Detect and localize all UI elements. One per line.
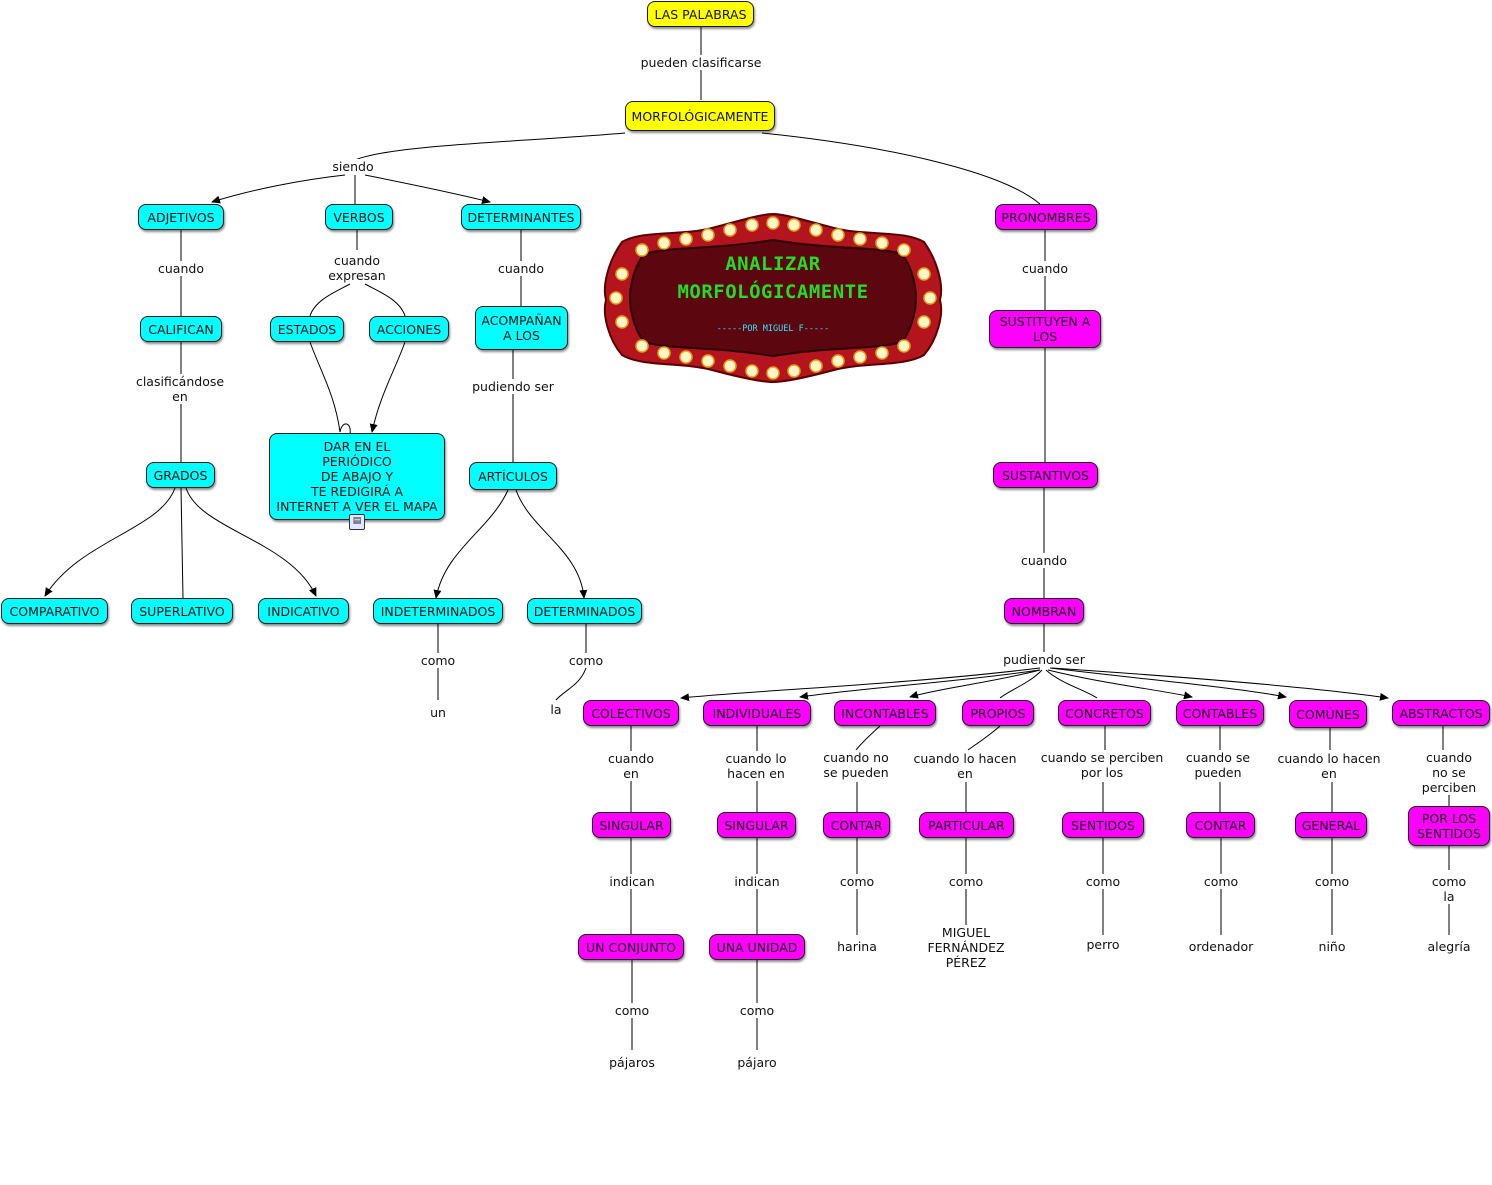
node-indeterminados[interactable]: INDETERMINADOS	[373, 598, 503, 624]
label-cuando-pronombres: cuando	[1021, 261, 1069, 276]
node-determinantes[interactable]: DETERMINANTES	[461, 204, 581, 230]
node-califican[interactable]: CALIFICAN	[140, 316, 222, 342]
node-dar-en-el-periodico[interactable]: DAR EN EL PERIÓDICO DE ABAJO Y TE REDIGI…	[269, 433, 445, 520]
label-cuando-no-se-perciben: cuando no se perciben	[1420, 750, 1478, 795]
node-morfologicamente[interactable]: MORFOLÓGICAMENTE	[625, 101, 775, 131]
label-como-la: como la	[1427, 874, 1471, 904]
label-indican-individuales: indican	[733, 874, 781, 889]
label-como-un-conjunto: como	[613, 1003, 651, 1018]
node-verbos[interactable]: VERBOS	[325, 204, 393, 230]
document-icon[interactable]: ▤	[349, 514, 365, 530]
node-un-conjunto[interactable]: UN CONJUNTO	[578, 934, 684, 960]
node-sustantivos[interactable]: SUSTANTIVOS	[993, 462, 1098, 488]
node-general[interactable]: GENERAL	[1295, 812, 1367, 838]
label-cuando-no-se-pueden: cuando no se pueden	[822, 750, 890, 780]
node-acciones[interactable]: ACCIONES	[369, 316, 449, 342]
label-pajaros: pájaros	[608, 1055, 656, 1070]
label-como-incontables: como	[838, 874, 876, 889]
label-como-concretos: como	[1084, 874, 1122, 889]
node-individuales[interactable]: INDIVIDUALES	[703, 700, 811, 726]
banner-subtitle: -----POR MIGUEL F-----	[716, 324, 830, 334]
label-como-indeterminados: como	[419, 653, 457, 668]
label-cuando-lo-hacen-en-propios: cuando lo hacen en	[912, 751, 1018, 781]
node-abstractos[interactable]: ABSTRACTOS	[1392, 700, 1490, 726]
label-pudiendo-ser-articulos: pudiendo ser	[471, 379, 555, 394]
node-particular[interactable]: PARTICULAR	[919, 812, 1014, 838]
node-indicativo[interactable]: INDICATIVO	[258, 598, 349, 624]
label-un: un	[429, 705, 447, 720]
label-miguel-fernandez-perez: MIGUEL FERNÁNDEZ PÉREZ	[926, 925, 1006, 970]
node-incontables[interactable]: INCONTABLES	[834, 700, 936, 726]
label-indican-colectivos: indican	[608, 874, 656, 889]
label-cuando-adjetivos: cuando	[157, 261, 205, 276]
node-singular-individuales[interactable]: SINGULAR	[717, 812, 796, 838]
node-comunes[interactable]: COMÚNES	[1289, 700, 1367, 728]
node-nombran[interactable]: NOMBRAN	[1004, 598, 1084, 624]
node-contables[interactable]: CONTABLES	[1176, 700, 1264, 726]
label-pudiendo-ser-nombran: pudiendo ser	[1002, 652, 1086, 667]
node-comparativo[interactable]: COMPARATIVO	[1, 598, 108, 624]
label-la: la	[549, 702, 563, 717]
label-cuando-se-perciben: cuando se perciben por los	[1039, 750, 1165, 780]
node-concretos[interactable]: CONCRETOS	[1058, 700, 1151, 726]
label-nino: niño	[1317, 939, 1347, 954]
node-una-unidad[interactable]: UNA UNIDAD	[709, 934, 805, 960]
node-colectivos[interactable]: COLECTIVOS	[583, 700, 679, 726]
node-estados[interactable]: ESTADOS	[270, 316, 344, 342]
label-como-comunes: como	[1313, 874, 1351, 889]
label-cuando-lo-hacen-en-comunes: cuando lo hacen en	[1276, 751, 1382, 781]
node-acompanan-a-los[interactable]: ACOMPAÑAN A LOS	[475, 306, 568, 350]
label-alegria: alegría	[1426, 939, 1472, 954]
label-cuando-en: cuando en	[607, 751, 655, 781]
node-determinados[interactable]: DETERMINADOS	[527, 598, 642, 624]
node-pronombres[interactable]: PRONOMBRES	[995, 204, 1097, 230]
node-sustituyen-a-los[interactable]: SUSTITUYEN A LOS	[989, 310, 1101, 348]
label-cuando-expresan: cuando expresan	[327, 253, 387, 283]
node-superlativo[interactable]: SUPERLATIVO	[131, 598, 233, 624]
node-propios[interactable]: PROPIOS	[962, 700, 1034, 726]
label-harina: harina	[836, 939, 878, 954]
node-sentidos[interactable]: SENTIDOS	[1062, 812, 1144, 838]
label-pajaro: pájaro	[736, 1055, 778, 1070]
node-por-los-sentidos[interactable]: POR LOS SENTIDOS	[1408, 806, 1490, 846]
label-cuando-sustantivos: cuando	[1020, 553, 1068, 568]
label-cuando-lo-hacen-en: cuando lo hacen en	[724, 751, 788, 781]
node-grados[interactable]: GRADOS	[146, 462, 215, 488]
label-como-contables: como	[1202, 874, 1240, 889]
label-como-propios: como	[947, 874, 985, 889]
label-cuando-determinantes: cuando	[497, 261, 545, 276]
label-como-determinados: como	[567, 653, 605, 668]
label-como-una-unidad: como	[738, 1003, 776, 1018]
node-adjetivos[interactable]: ADJETIVOS	[138, 204, 224, 230]
banner-title: ANALIZAR MORFOLÓGICAMENTE	[677, 253, 869, 303]
label-perro: perro	[1085, 937, 1121, 952]
node-contar-contables[interactable]: CONTAR	[1186, 812, 1255, 838]
node-articulos[interactable]: ARTÍCULOS	[469, 462, 557, 490]
title-banner	[603, 212, 943, 384]
label-cuando-se-pueden: cuando se pueden	[1184, 750, 1252, 780]
label-clasificandose-en: clasificándose en	[134, 374, 226, 404]
label-siendo: siendo	[331, 159, 375, 174]
node-contar-incontables[interactable]: CONTAR	[823, 812, 890, 838]
node-las-palabras[interactable]: LAS PALABRAS	[647, 1, 754, 27]
label-ordenador: ordenador	[1187, 939, 1255, 954]
node-singular-colectivos[interactable]: SINGULAR	[592, 812, 671, 838]
label-pueden-clasificarse: pueden clasificarse	[639, 55, 763, 70]
